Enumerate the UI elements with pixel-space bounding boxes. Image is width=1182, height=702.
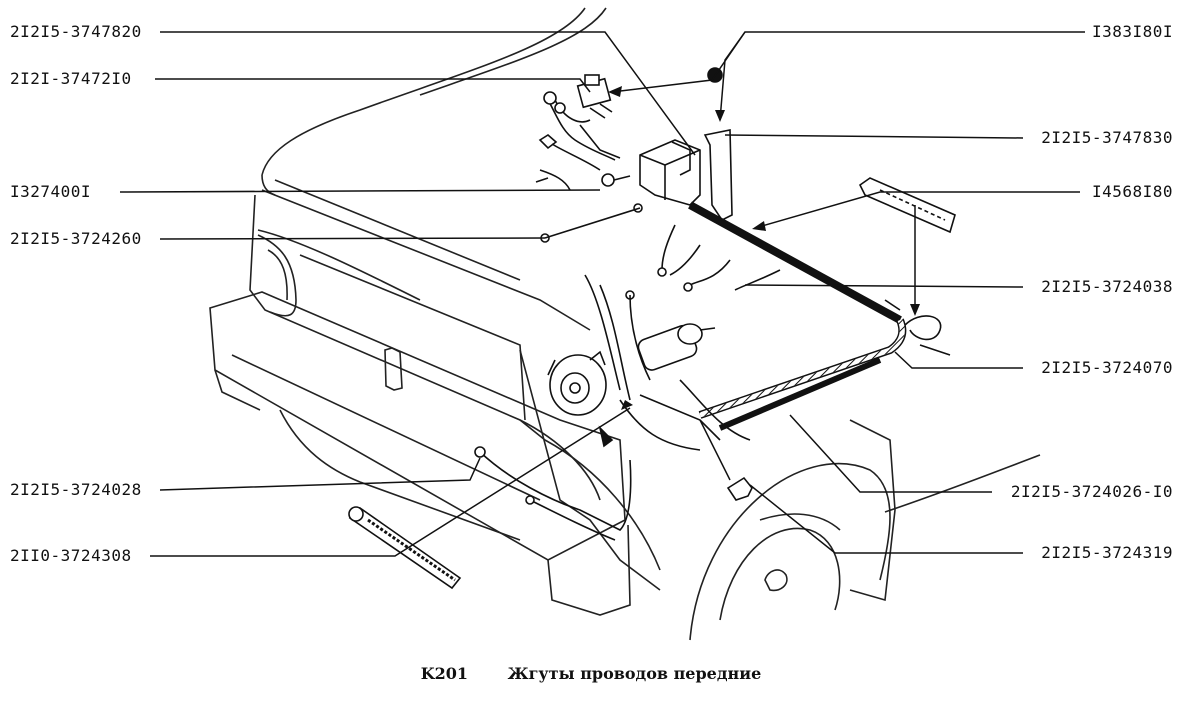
callout-label-right-3: I4568I80 [1091,182,1173,201]
callout-label-left-3: I327400I [10,182,92,201]
leader-I383I80I-b [611,31,746,93]
harness-2121-3724038 [657,201,951,431]
leader-2I2I5-3724026-I0 [789,414,992,493]
leader-lines [119,31,1085,557]
car-body-outline [209,7,1041,641]
harness-2121-3724028 [474,425,632,541]
harness-2121-3724260 [540,203,643,243]
leader-front-harness [699,419,731,481]
callout-label-left-2: 2I2I-37472I0 [10,69,132,88]
figure-caption: K201 Жгуты проводов передние [0,664,1182,683]
leader-2I2I5-3724319 [749,484,1023,554]
leader-2I2I5-3724070 [894,351,1023,369]
bolt-13274001 [601,173,631,187]
callout-label-right-4: 2I2I5-3724038 [1041,277,1173,296]
leader-2I2I5-3747830 [724,134,1024,139]
tie-2110-3724308 [348,506,462,590]
leader-I4568I80 [754,191,1080,229]
callout-label-right-6: 2I2I5-3724026-I0 [1010,482,1173,501]
tie-14568180 [858,177,956,234]
relay-2121-3747210 [535,74,621,191]
leader-2II0-3724308 [150,407,631,557]
leader-I327400I [119,189,601,193]
callout-label-right-5: 2I2I5-3724070 [1041,358,1173,377]
leader-I383I80I [719,31,1085,121]
leader-2I2I5-3724260 [159,237,546,240]
callout-label-left-1: 2I2I5-3747820 [10,22,142,41]
figure-code: K201 [420,664,469,683]
arrowheads [608,86,920,410]
fuse-box-2121-3747820 [639,67,733,222]
callout-label-right-1: I383I80I [1091,22,1173,41]
bracket-2121-3724319 [726,476,753,501]
components [348,67,956,590]
leader-2I2I-37472I0 [155,78,591,93]
leader-2I2I5-3747820 [160,31,696,156]
callout-label-left-4: 2I2I5-3724260 [10,229,142,248]
callout-label-left-6: 2II0-3724308 [10,546,132,565]
starter [637,323,716,371]
callout-label-right-7: 2I2I5-3724319 [1041,543,1173,562]
callout-label-left-5: 2I2I5-3724028 [10,480,142,499]
leader-2I2I5-3724038 [744,284,1024,288]
leader-2I2I5-3724028 [159,457,481,491]
figure-title: Жгуты проводов передние [507,664,762,683]
alternator [547,350,607,416]
callout-label-right-2: 2I2I5-3747830 [1041,128,1173,147]
